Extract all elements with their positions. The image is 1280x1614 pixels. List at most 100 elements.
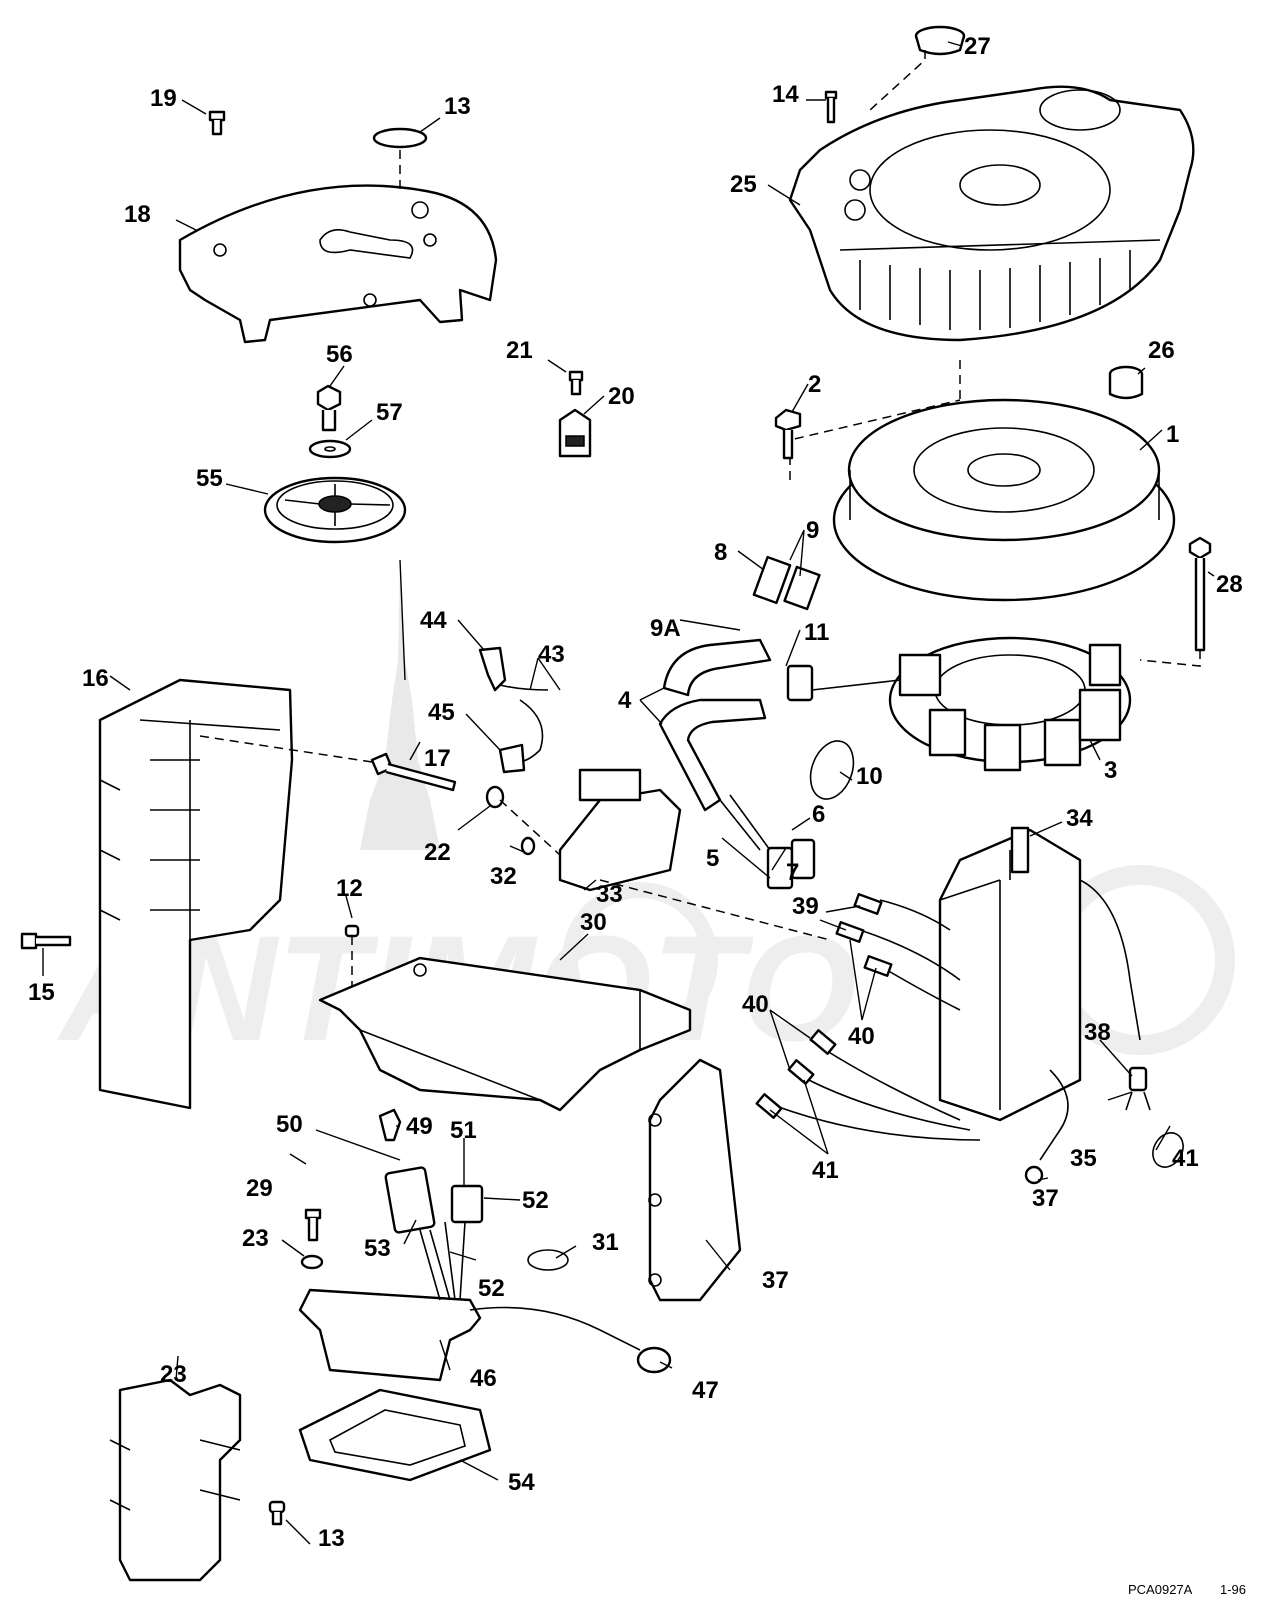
callout-41-upper: 40 [848,1023,875,1050]
diagram-date: 1-96 [1220,1582,1246,1597]
callout-44: 44 [420,607,447,634]
callout-40-upper: 39 [792,893,819,920]
part-15-screw [824,90,838,124]
callout-49: 50 [276,1111,303,1138]
part-43-lead [478,646,549,774]
callout-26: 26 [1148,337,1175,364]
callout-3: 3 [1104,757,1117,784]
part-30-screw [304,1208,322,1242]
callout-50: 51 [450,1117,477,1144]
part-49-connector [384,1166,436,1234]
callout-27: 28 [1216,571,1243,598]
callout-9A: 9A [650,615,681,642]
callout-15: 14 [772,81,799,108]
part-23-washer-lower [300,1254,324,1270]
callout-labels: 27 14 25 26 2 1 28 13 18 19 21 20 56 57 … [28,33,1243,1552]
callout-28: 27 [964,33,991,60]
part-4-harness [658,555,821,851]
callout-1: 1 [1166,421,1179,448]
callout-14: 13 [444,93,471,120]
callout-17: 16 [82,665,109,692]
part-35-terminal [1125,1091,1151,1111]
part-19-timer-base [178,150,498,344]
callout-43: 43 [538,641,565,668]
callout-2: 2 [808,371,821,398]
callout-45: 45 [428,699,455,726]
callout-31: 31 [592,1229,619,1256]
callout-48: 49 [406,1113,433,1140]
part-13-screw [268,1500,286,1526]
callout-37: 37 [762,1267,789,1294]
callout-46: 46 [470,1365,497,1392]
part-20-screw [208,110,226,136]
part-39-lead [1128,1066,1148,1092]
callout-56: 56 [326,341,353,368]
part-6-connector [790,838,816,880]
callout-5: 5 [706,845,719,872]
callout-21: 20 [608,383,635,410]
callout-40-lower: 40 [742,991,769,1018]
part-33-power-pack [558,768,831,941]
callout-10: 10 [856,763,883,790]
callout-12: 12 [336,875,363,902]
part-16-screw [20,932,72,950]
part-56-bolt [316,384,342,432]
callout-18: 17 [424,745,451,772]
part-37-shield [648,1058,742,1302]
callout-11: 11 [804,619,829,646]
callout-42: 41 [1172,1145,1199,1172]
callout-52: 52 [478,1275,505,1302]
callout-6: 6 [812,801,825,828]
callout-32: 32 [490,863,517,890]
part-34-rectifier [938,826,1141,1161]
part-14-plug [372,127,428,149]
callout-38: 37 [1032,1185,1059,1212]
callout-13: 13 [318,1525,345,1552]
part-1-flywheel [789,360,1176,602]
callout-47: 47 [692,1377,719,1404]
callout-57: 57 [376,399,403,426]
part-22-screw [568,370,584,396]
callout-7: 7 [786,859,799,886]
callout-4: 4 [618,687,632,714]
callout-24: 23 [160,1361,187,1388]
part-21-terminal [558,408,592,458]
callout-9: 9 [806,517,819,544]
callout-23-lower: 23 [242,1225,269,1252]
callout-54: 54 [508,1469,535,1496]
callout-34: 34 [1066,805,1093,832]
part-23-washer-upper [485,785,505,809]
part-2-bolt [774,408,802,460]
part-28-plug [914,25,966,56]
part-50-connector [450,1184,484,1224]
part-10-tie-strap [809,740,855,800]
part-3-stator [888,636,1132,772]
callout-8: 8 [714,539,727,566]
part-42-tie-strap [1152,1132,1184,1168]
callout-55: 55 [196,465,223,492]
diagram-code: PCA0927A [1128,1582,1193,1597]
part-57-washer [308,439,352,459]
part-40-41-leads [755,893,981,1141]
part-31-tie-strap [527,1249,569,1271]
callout-20: 19 [150,85,177,112]
callout-39: 38 [1084,1019,1111,1046]
callout-53: 53 [364,1235,391,1262]
callout-23-upper: 22 [424,839,451,866]
part-17-cover [98,678,294,1110]
callout-33: 33 [596,881,623,908]
callout-22: 21 [506,337,533,364]
part-54-gasket [298,1388,492,1482]
part-11-clip [786,664,901,702]
callout-16: 15 [28,979,55,1006]
part-24-cover [109,1378,242,1582]
part-27-bolt [1139,536,1212,667]
part-29-bracket [318,956,692,1112]
part-25-flywheel-cover [788,50,1195,342]
callout-51: 52 [522,1187,549,1214]
part-55-pulley [263,476,407,681]
part-26-bushing [1108,365,1144,400]
leader-lines [42,41,1215,1545]
part-48-clip [378,1108,402,1142]
